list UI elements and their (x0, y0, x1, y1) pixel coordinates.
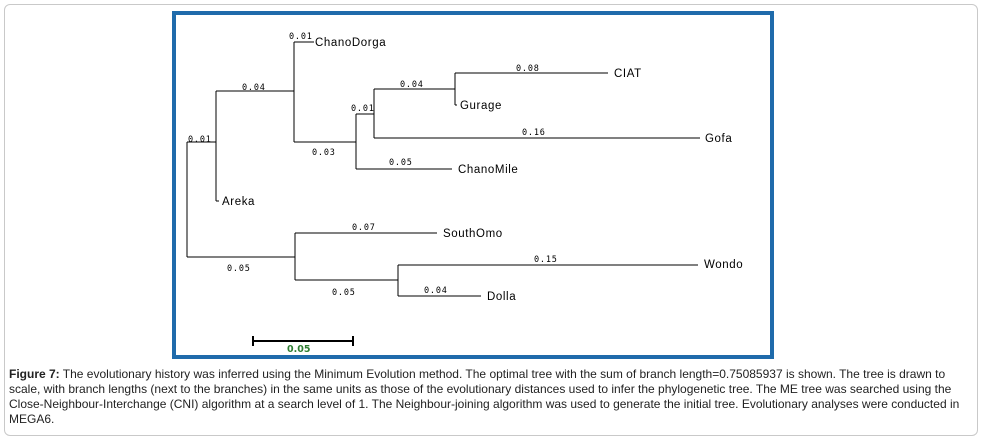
figure-caption: Figure 7: The evolutionary history was i… (9, 367, 969, 427)
caption-text: The evolutionary history was inferred us… (9, 367, 960, 426)
taxon-label-gurage: Gurage (460, 100, 502, 112)
branch-length-root-lower: 0.05 (227, 264, 251, 274)
taxon-label-gofa: Gofa (705, 133, 732, 145)
taxon-label-ciat: CIAT (614, 68, 642, 80)
branch-length-southomo: 0.07 (352, 223, 376, 233)
caption-figure-label: Figure 7: (9, 367, 60, 381)
branch-length-chanodorga: 0.01 (289, 32, 313, 42)
scale-bar-label: 0.05 (287, 344, 310, 355)
branch-length-wondo: 0.15 (534, 255, 558, 265)
taxon-label-areka: Areka (222, 196, 255, 208)
taxon-label-chanomile: ChanoMile (458, 164, 518, 176)
branch-length-dolla: 0.04 (424, 286, 448, 296)
branch-length-node3-node4: 0.01 (351, 104, 375, 114)
branch-length-ciat: 0.08 (516, 64, 540, 74)
branch-length-lower-node6: 0.05 (332, 288, 356, 298)
taxon-label-dolla: Dolla (487, 291, 516, 303)
taxon-label-chanodorga: ChanoDorga (315, 37, 386, 49)
branch-length-root-upper: 0.01 (188, 135, 212, 145)
branch-length-node4-node5: 0.04 (400, 80, 424, 90)
branch-length-inner-node3: 0.03 (312, 148, 336, 158)
branch-length-gofa: 0.16 (522, 128, 546, 138)
branch-length-upper-inner: 0.04 (242, 83, 266, 93)
branch-length-chanomile: 0.05 (389, 158, 413, 168)
taxon-label-wondo: Wondo (704, 259, 743, 271)
taxon-label-southomo: SouthOmo (443, 228, 503, 240)
tree-figure-frame (172, 11, 774, 359)
